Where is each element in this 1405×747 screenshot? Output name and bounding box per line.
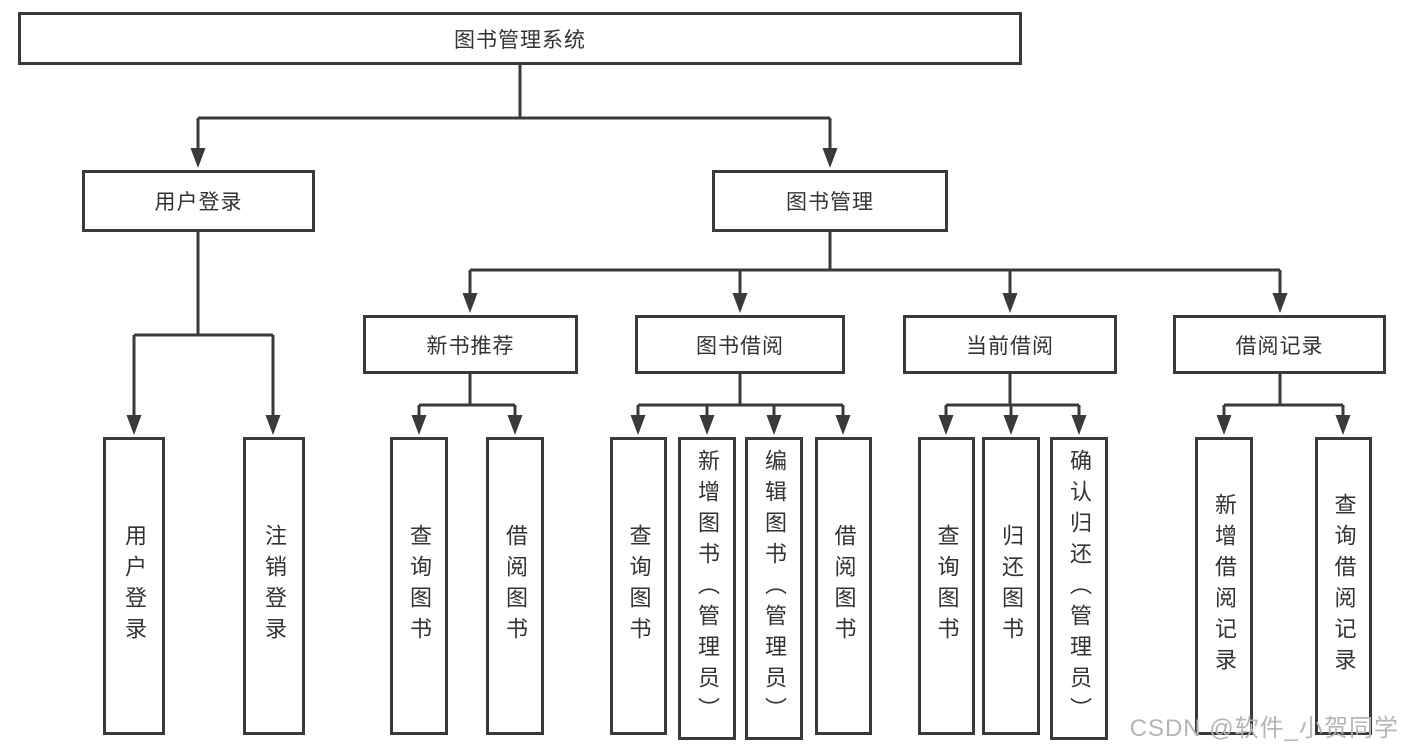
csdn-watermark: CSDN @软件_小贺同学 <box>1129 715 1399 742</box>
node-label: 注销登录 <box>262 524 287 648</box>
leaf-bb-query-books: 查询图书 <box>610 437 667 735</box>
node-book-borrowing: 图书借阅 <box>635 315 845 374</box>
node-label: 新书推荐 <box>426 334 515 358</box>
node-label: 借阅记录 <box>1235 334 1324 358</box>
leaf-bb-edit-books-admin: 编辑图书（管理员） <box>745 437 803 740</box>
node-label: 图书管理 <box>786 191 874 214</box>
leaf-cb-confirm-return-admin: 确认归还（管理员） <box>1050 437 1108 740</box>
node-label: 用户登录 <box>122 524 147 648</box>
arrowheads <box>126 148 1351 435</box>
leaf-cb-query-books: 查询图书 <box>918 437 975 735</box>
node-root-book-management-system: 图书管理系统 <box>18 12 1022 65</box>
node-label: 查询图书 <box>626 524 652 648</box>
node-label: 查询借阅记录 <box>1331 493 1357 679</box>
node-label: 新增借阅记录 <box>1212 493 1237 679</box>
node-current-borrowing: 当前借阅 <box>903 315 1117 374</box>
node-label: 图书借阅 <box>696 334 784 358</box>
node-label: 新增图书（管理员） <box>695 449 720 728</box>
leaf-nb-borrow-books: 借阅图书 <box>486 437 544 735</box>
node-label: 当前借阅 <box>966 334 1054 358</box>
node-label: 查询图书 <box>407 524 432 648</box>
node-label: 确认归还（管理员） <box>1067 449 1092 728</box>
node-borrowing-records: 借阅记录 <box>1173 315 1386 374</box>
leaf-bb-add-books-admin: 新增图书（管理员） <box>678 437 736 740</box>
leaf-br-add-borrow-record: 新增借阅记录 <box>1195 437 1253 735</box>
leaf-cb-return-books: 归还图书 <box>982 437 1040 735</box>
node-label: 编辑图书（管理员） <box>762 449 787 728</box>
leaf-user-login: 用户登录 <box>103 437 165 735</box>
node-label: 归还图书 <box>999 524 1024 648</box>
node-label: 借阅图书 <box>831 524 857 648</box>
node-user-login: 用户登录 <box>82 170 315 232</box>
connector-stems <box>132 65 1345 417</box>
node-label: 图书管理系统 <box>454 28 586 52</box>
leaf-nb-query-books: 查询图书 <box>390 437 448 735</box>
leaf-br-query-borrow-record: 查询借阅记录 <box>1315 437 1372 735</box>
node-book-management: 图书管理 <box>712 170 948 232</box>
node-label: 查询图书 <box>934 524 960 648</box>
node-label: 用户登录 <box>154 191 243 214</box>
leaf-logout: 注销登录 <box>243 437 305 735</box>
node-new-book-recommendation: 新书推荐 <box>363 315 578 374</box>
node-label: 借阅图书 <box>503 524 528 648</box>
leaf-bb-borrow-books: 借阅图书 <box>815 437 872 735</box>
